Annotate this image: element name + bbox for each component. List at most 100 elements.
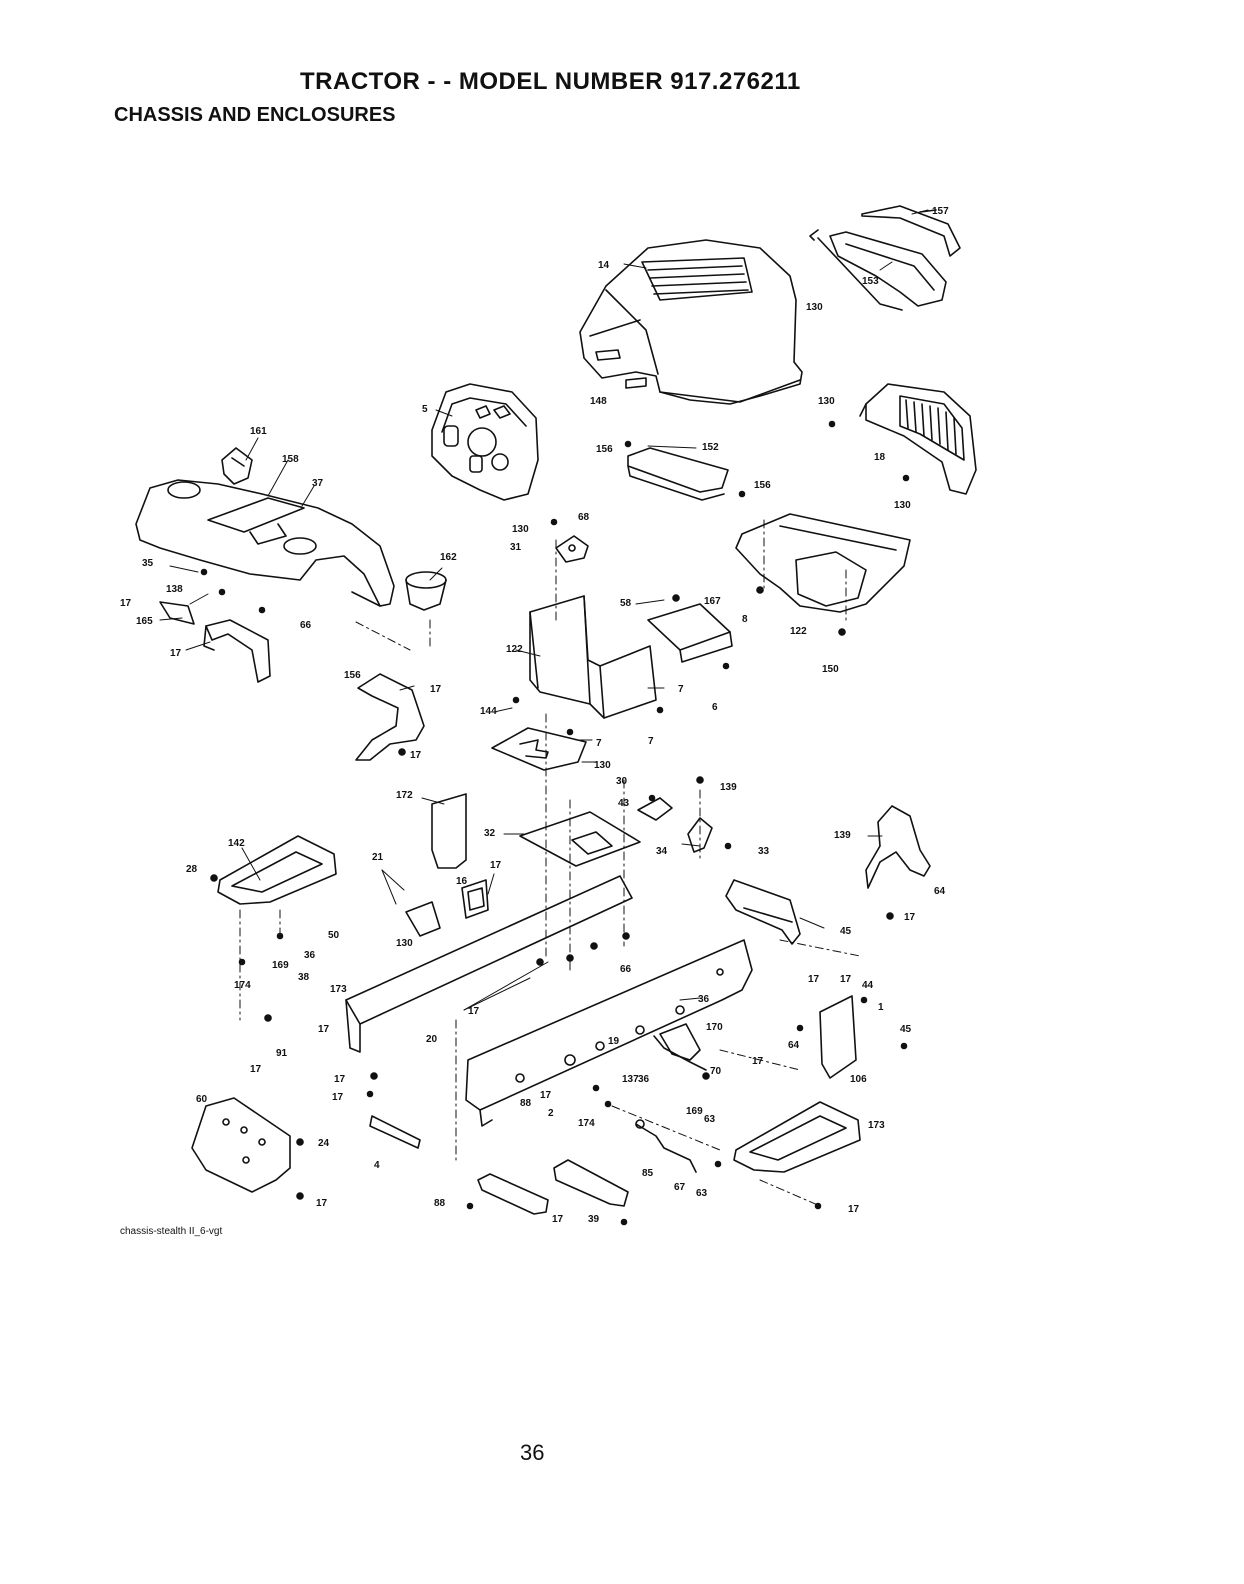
callout-17: 138 [166,584,183,595]
callout-17: 39 [588,1214,600,1225]
part-battery-deck [735,513,911,613]
callout-88: 17 [316,1198,328,1209]
callout-24: 173 [868,1120,885,1131]
callout-130: 17 [904,912,916,923]
callout-4: 24 [318,1138,330,1149]
callout-156: 156 [596,444,613,455]
part-front-bracket [725,879,801,945]
callout-28: 142 [228,838,245,849]
part-hitch-plate [477,1159,629,1215]
callout-91: 17 [318,1024,330,1035]
callout-17: 45 [900,1024,912,1035]
callout-18: 18 [874,452,886,463]
callout-35: 31 [510,542,522,553]
part-frame-rail-left [345,875,633,1053]
callout-17: 64 [788,1040,800,1051]
callout-33: 34 [656,846,668,857]
callout-130: 130 [818,396,835,407]
part-rear-bar [369,1115,421,1149]
part-cup-holder [405,571,447,611]
callout-21: 28 [186,864,198,875]
callout-139: 33 [758,846,770,857]
callout-36: 137 [622,1074,639,1085]
callout-88: 17 [332,1092,344,1103]
callout-7: 122 [506,644,523,655]
callout-174: 2 [548,1108,554,1119]
callout-158: 158 [282,454,299,465]
callout-174: 173 [330,984,347,995]
callout-148: 148 [590,396,607,407]
callout-106: 19 [608,1036,620,1047]
callout-60: 63 [704,1114,716,1125]
callout-150: 122 [790,626,807,637]
callout-130: 130 [806,302,823,313]
callout-38: 66 [620,964,632,975]
part-dash-panel [431,383,539,501]
callout-156: 156 [754,480,771,491]
callout-44: 17 [840,974,852,985]
callout-173: 38 [298,972,310,983]
callout-17: 17 [808,974,820,985]
callout-144: 17 [430,684,442,695]
callout-130: 130 [894,500,911,511]
callout-167: 58 [620,598,632,609]
callout-2: 60 [196,1094,208,1105]
part-battery-box [529,595,733,719]
callout-66: 17 [848,1204,860,1215]
callout-17: 63 [696,1188,708,1199]
part-bracket-58 [159,601,271,683]
callout-8: 167 [704,596,721,607]
part-main-frame [465,939,753,1127]
callout-labels: 157 14 153 130 148 5 130 161 152 156 18 … [120,206,949,1225]
callout-70: 36 [638,1074,650,1085]
callout-173: 174 [578,1118,595,1129]
part-small-brackets [637,797,713,853]
callout-19: 17 [250,1064,262,1075]
callout-43: 172 [396,790,413,801]
callout-17: 7 [648,736,654,747]
callout-5: 5 [422,404,428,415]
callout-137: 17 [334,1074,346,1085]
callout-17: 66 [300,620,312,631]
callout-17: 21 [372,852,384,863]
callout-45: 130 [396,938,413,949]
part-floor-plate [519,811,641,867]
diagram-caption: chassis-stealth II_6-vgt [120,1226,223,1237]
part-footrest-left [217,835,337,905]
callout-139: 30 [616,776,628,787]
callout-122: 150 [822,664,839,675]
callout-152: 152 [702,442,719,453]
callout-17: 44 [862,980,874,991]
callout-7: 144 [480,706,497,717]
callout-17: 174 [234,980,251,991]
callout-17: 156 [344,670,361,681]
callout-63: 169 [686,1106,703,1117]
callout-122: 8 [742,614,748,625]
callout-58: 17 [170,648,182,659]
callout-138: 162 [440,552,457,563]
callout-169: 17 [540,1090,552,1101]
part-cover-panel [627,447,729,501]
callout-17: 88 [520,1098,532,1109]
part-grille [859,383,977,495]
callout-32: 43 [618,798,630,809]
part-plate-43 [431,793,467,869]
page-number: 36 [520,1440,545,1465]
callout-17: 1 [878,1002,884,1013]
callout-36: 17 [468,1006,480,1017]
callout-36: 50 [328,930,340,941]
callout-6: 7 [678,684,684,695]
part-rod-67 [635,1035,707,1173]
part-footrest-right [733,1101,861,1173]
part-bracket-45 [405,901,701,1061]
callout-67: 85 [642,1168,654,1179]
part-switch-cap [221,447,253,485]
callout-1: 36 [698,994,710,1005]
part-fender [135,479,395,607]
part-rear-plate [191,1097,291,1193]
alignment-lines [239,519,861,1207]
callout-130: 17 [410,750,422,761]
callout-50: 45 [840,926,852,937]
callout-37: 37 [312,478,324,489]
callout-142: 139 [834,830,851,841]
